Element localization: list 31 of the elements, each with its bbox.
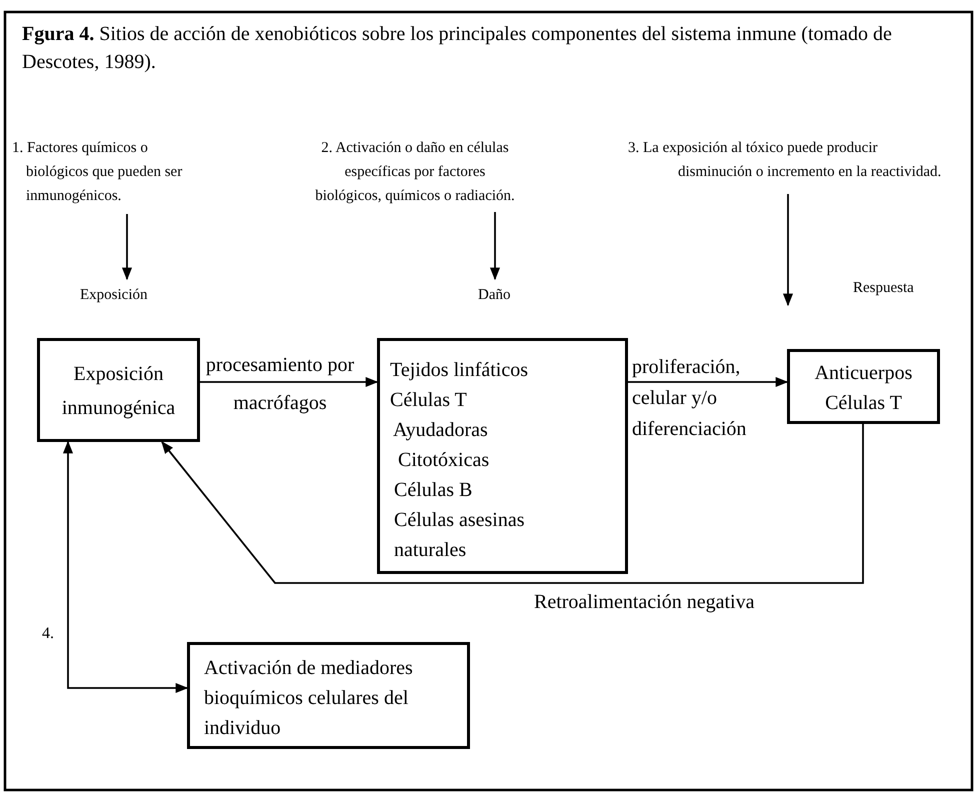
edge-label: procesamiento por macrófagos — [205, 353, 355, 416]
stage-label: Daño — [478, 283, 538, 307]
arrow — [782, 194, 794, 306]
edge-label: proliferación, celular y/o diferenciación — [632, 355, 748, 442]
annotation-text: 1. Factores químicos o biológicos que pueden ser inmunogénicos. — [12, 136, 212, 208]
figure-title: Fgura 4. Sitios de acción de xenobióticos sobre los principales componentes del sistema inmune (tomado de Descotes, 1989). — [22, 22, 893, 75]
annotation-text: 2. Activación o daño en células específicas por factores biológicos, químicos o radiación. — [310, 136, 520, 208]
stage-label: Respuesta — [853, 280, 914, 297]
box-text: Células T — [390, 388, 468, 413]
box-text: Células asesinas naturales — [393, 508, 526, 563]
edge-label: Retroalimentación negativa — [534, 590, 756, 614]
stage-label: Exposición — [80, 283, 180, 307]
process-box — [187, 642, 470, 749]
arrow — [200, 376, 378, 388]
box-text: Anticuerpos Células T — [814, 361, 914, 416]
annotation-text: 3. La exposición al tóxico puede producir disminución o incremento en la reactividad. — [628, 136, 950, 184]
arrow — [628, 376, 788, 388]
process-box — [787, 349, 940, 424]
box-text: Células B — [393, 478, 474, 503]
arrow — [62, 440, 188, 694]
edge-label: 4. — [42, 624, 55, 644]
box-text: Citotóxicas — [397, 448, 490, 473]
arrow — [122, 214, 132, 280]
box-text: Tejidos linfáticos — [390, 358, 530, 383]
box-text: Ayudadoras — [392, 418, 489, 443]
box-text: Activación de mediadores bioquímicos celulares del individuo — [204, 656, 414, 741]
process-box — [377, 338, 628, 574]
arrow — [161, 424, 864, 584]
box-text: Exposición inmunogénica — [60, 362, 176, 421]
process-box — [37, 338, 200, 442]
arrow — [490, 212, 500, 280]
